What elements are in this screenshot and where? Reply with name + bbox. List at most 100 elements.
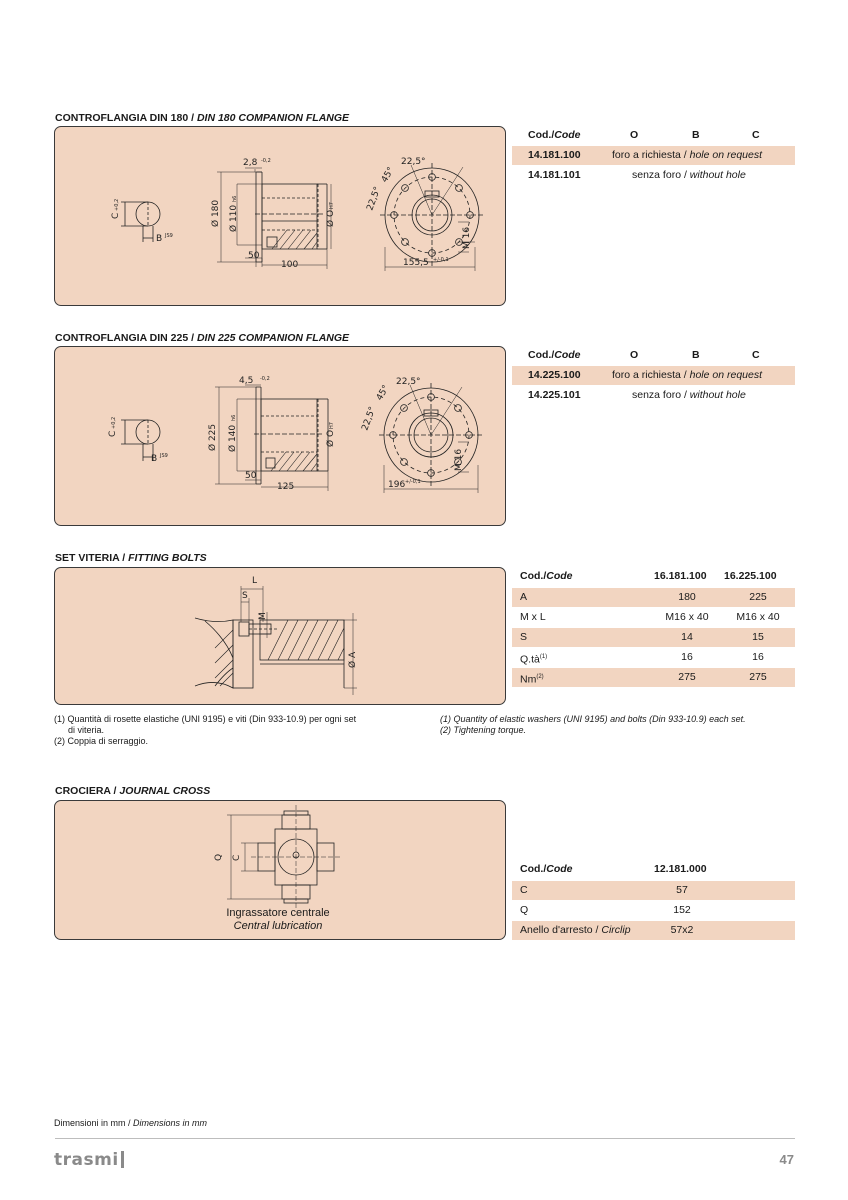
row-value1: 275 [678,671,696,683]
row-label-sup: (1) [539,654,548,660]
dim-d1: 4,5 [239,376,253,386]
dim-d7-tol: +/-0,1 [433,257,449,263]
companion-flange-225-drawing: 4,5 -0,2 Ø 225 Ø 140 h6 Ø O H7 50 125 19… [108,376,483,493]
table-header-row: Cod./Code O B C [512,346,795,365]
header-cod: Cod./Code [520,860,573,879]
table-row: 14.225.100 foro a richiesta / hole on re… [512,366,795,385]
table-row: 14.181.101 senza foro / without hole [512,166,795,185]
row-desc-it: foro a richiesta / [612,369,690,381]
row-desc: senza foro / without hole [632,166,746,185]
row-value1: M16 x 40 [665,611,709,623]
dimensions-note: Dimensioni in mm / Dimensions in mm [54,1118,207,1128]
row-code: 14.225.100 [528,369,581,381]
row-code: 14.181.100 [528,149,581,161]
journal-cross-caption: Ingrassatore centrale Central lubricatio… [55,907,501,933]
row-label-en: Circlip [601,924,631,936]
header-c: C [752,349,760,361]
row-value: 152 [673,904,691,916]
header-cod-en: Code [546,863,573,875]
section3-title-en: FITTING BOLTS [128,552,207,564]
dim-d5: 50 [248,251,260,261]
dim-b: B [151,454,157,464]
row-label: Nm(2) [520,668,544,690]
table-row: C 57 [512,881,795,900]
notes-italian: (1) Quantità di rosette elastiche (UNI 9… [54,714,404,747]
section2-title: CONTROFLANGIA DIN 225 / DIN 225 COMPANIO… [55,332,349,344]
note-en-2: (2) Tightening torque. [440,725,526,735]
row-desc: foro a richiesta / hole on request [612,146,762,165]
section2-drawing-panel: 4,5 -0,2 Ø 225 Ø 140 h6 Ø O H7 50 125 19… [54,346,506,526]
dim-m: M [258,612,268,620]
row-desc: senza foro / without hole [632,386,746,405]
table-header-row: Cod./Code 16.181.100 16.225.100 [512,567,795,586]
dim-d4-tol: H7 [329,422,335,429]
dim-d4-tol: H7 [329,202,335,209]
dim-d3-tol: h6 [231,415,237,421]
dim-angle3: 22,5° [401,157,426,167]
dim-d4: Ø O [325,210,336,227]
dim-angle3: 22,5° [396,377,421,387]
dim-d3: Ø 110 [228,205,239,232]
dim-angle1: 22,5° [365,186,383,212]
table-header-row: Cod./Code 12.181.000 [512,860,795,879]
dim-c: C [232,855,242,861]
page-number: 47 [779,1152,794,1167]
table-header-row: Cod./Code O B C [512,126,795,145]
header-code: 12.181.000 [654,863,707,875]
brand-logo-text: trasmi [54,1150,119,1170]
row-label: C [520,881,528,900]
row-code: 14.225.101 [528,389,581,401]
section2-table: Cod./Code O B C 14.225.100 foro a richie… [512,346,795,406]
dim-l: L [252,576,257,586]
header-cod-it: Cod./ [528,349,555,361]
row-desc-it: senza foro / [632,169,690,181]
notes-english: (1) Quantity of elastic washers (UNI 919… [440,714,800,736]
dim-b: B [156,234,162,244]
row-label: Q [520,901,528,920]
dim-d2: Ø 225 [207,424,218,451]
dim-b-tol: JS9 [159,453,168,459]
table-row: M x L M16 x 40 M16 x 40 [512,608,795,627]
row-desc-it: senza foro / [632,389,690,401]
row-label-text: Nm [520,673,537,686]
header-b: B [692,129,700,141]
dimensions-note-en: Dimensions in mm [133,1118,208,1128]
brand-logo: trasmi [54,1150,124,1170]
dim-d7: 196 [388,480,405,490]
row-code: 14.181.101 [528,169,581,181]
row-label: M x L [520,611,546,623]
section3-drawing-panel: L S M Ø A [54,567,506,705]
dim-d1-tol: -0,2 [261,158,271,164]
row-value1: 180 [678,591,696,603]
row-value1: 14 [681,631,693,643]
dim-d7-tol: +/-0,1 [405,479,421,485]
row-label: Anello d'arresto / Circlip [520,921,631,940]
header-cod-en: Code [546,570,573,582]
dim-d3: Ø 140 [227,425,238,452]
dim-angle2: 45° [375,384,392,403]
header-c: C [752,129,760,141]
row-desc: foro a richiesta / hole on request [612,366,762,385]
section1-drawing-panel: 2,8 -0,2 Ø 180 Ø 110 h6 Ø O H7 50 100 15… [54,126,506,306]
fitting-bolts-drawing: L S M Ø A [194,576,358,695]
section1-title-en: DIN 180 COMPANION FLANGE [196,112,350,124]
dim-d4: Ø O [325,430,336,447]
section4-drawing-panel: Q C Ingrassatore centrale Central lubric… [54,800,506,940]
table-row: Nm(2) 275 275 [512,668,795,687]
row-value1: 16 [681,651,693,663]
row-label-it: Q [520,904,529,916]
section1-table: Cod./Code O B C 14.181.100 foro a richie… [512,126,795,186]
table-row: S 14 15 [512,628,795,647]
row-label: S [520,631,528,643]
table-row: 14.225.101 senza foro / without hole [512,386,795,405]
table-row: Q.tà(1) 16 16 [512,648,795,667]
section4-title-it: CROCIERA / [55,785,120,797]
note-it-2: (2) Coppia di serraggio. [54,736,149,746]
table-row: A 180 225 [512,588,795,607]
row-value2: M16 x 40 [736,611,780,623]
dim-q: Q [214,854,224,861]
dim-b-tol: JS9 [164,233,173,239]
dim-d6: 100 [281,260,298,270]
dim-d6: 125 [277,482,294,492]
row-label-it: C [520,884,528,896]
